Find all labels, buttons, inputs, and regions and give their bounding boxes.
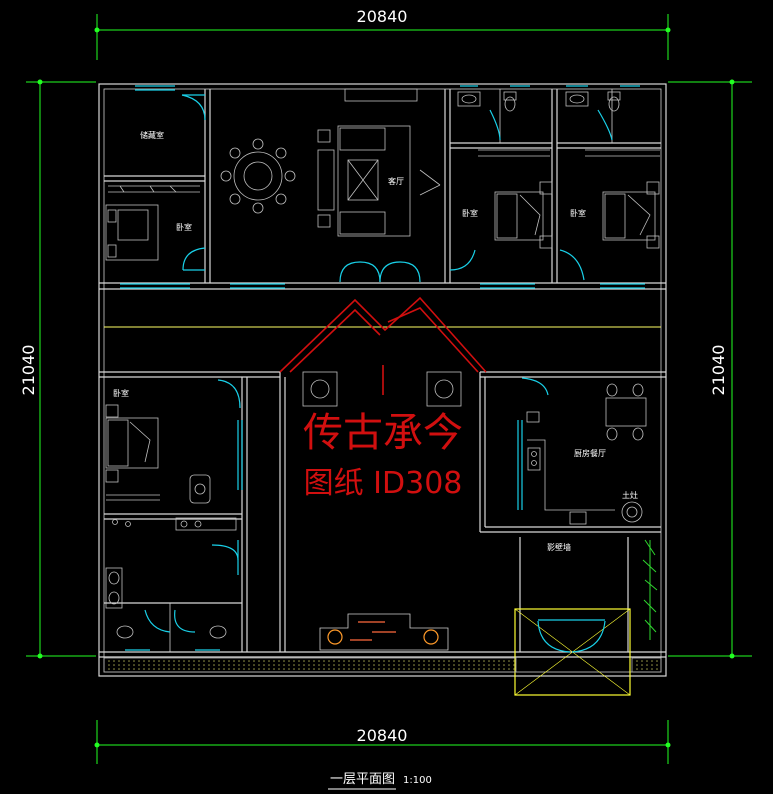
north-wing-walls (99, 89, 666, 290)
furniture-bedroom-3 (585, 149, 660, 249)
screen-wall-decoration (319, 613, 449, 651)
dimension-bottom-label: 20840 (357, 726, 408, 745)
room-label-bedroom-sw: 卧室 (113, 388, 129, 398)
room-label-screen-wall: 影壁墙 (547, 542, 571, 552)
watermark-id: 图纸 ID308 (304, 466, 463, 501)
room-label-living: 客厅 (388, 176, 404, 186)
dimension-left-label: 21040 (19, 345, 38, 396)
furniture-nw-bedroom (105, 185, 200, 261)
room-label-kitchen: 厨房餐厅 (574, 448, 606, 458)
dimension-lines (26, 14, 752, 764)
drawing-scale: 1:100 (403, 775, 432, 786)
bamboo-planting (642, 539, 658, 640)
room-label-stove: 土灶 (622, 490, 638, 500)
drawing-title: 一层平面图 (330, 772, 395, 787)
room-label-bedroom-n2: 卧室 (462, 208, 478, 218)
dimension-ticks (37, 27, 735, 748)
entrance-frame (514, 608, 631, 696)
watermark-brand: 传古承今 (303, 410, 463, 456)
dimension-top-label: 20840 (357, 7, 408, 26)
room-label-bedroom-nw: 卧室 (176, 222, 192, 232)
furniture-sw-bedroom (105, 404, 211, 504)
windows (120, 85, 645, 651)
watermark-roof-logo (279, 296, 487, 395)
courtyard-planters (302, 371, 462, 407)
furniture-kitchen (526, 383, 647, 525)
room-label-storage: 储藏室 (140, 130, 164, 140)
dimension-right-label: 21040 (709, 345, 728, 396)
furniture-dining-table (220, 138, 296, 214)
furniture-sofa-set (317, 125, 441, 237)
bathroom-fixtures-sw (105, 517, 237, 639)
bathroom-fixtures-north (457, 91, 621, 112)
foundation-strip (103, 657, 517, 673)
room-label-bedroom-n3: 卧室 (570, 208, 586, 218)
furniture-bedroom-2 (478, 149, 553, 249)
doors (144, 94, 613, 653)
south-wing-walls (99, 371, 666, 658)
foundation-strip (631, 657, 662, 673)
living-room-window-niche (344, 88, 418, 102)
foundation-hatch (108, 660, 658, 670)
